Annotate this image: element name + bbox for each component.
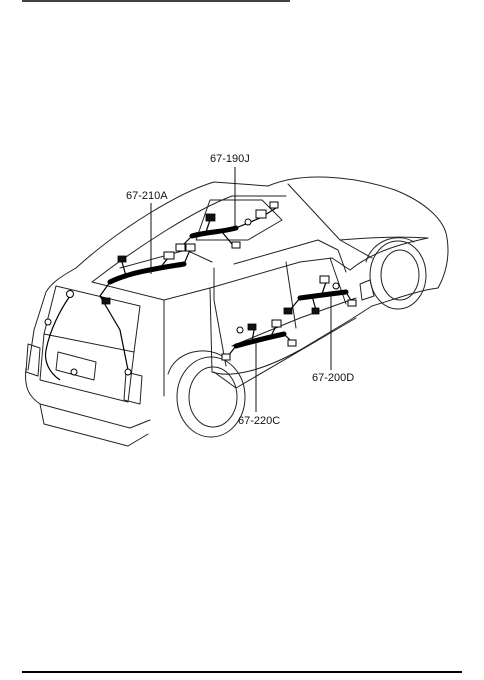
harness-roof <box>175 201 279 252</box>
callout-67-200D: 67-200D <box>312 294 354 384</box>
label-67-220C: 67-220C <box>238 415 280 427</box>
label-67-200D: 67-200D <box>312 372 354 384</box>
callout-67-220C: 67-220C <box>238 342 280 427</box>
vehicle-outline <box>25 176 449 447</box>
harness-rear <box>44 243 196 381</box>
callout-67-190J: 67-190J <box>210 153 250 230</box>
harness-front-floor <box>283 275 357 315</box>
label-67-190J: 67-190J <box>210 153 250 165</box>
callout-67-210A: 67-210A <box>126 190 168 274</box>
harness-rear-floor <box>221 319 297 361</box>
label-67-210A: 67-210A <box>126 190 168 202</box>
